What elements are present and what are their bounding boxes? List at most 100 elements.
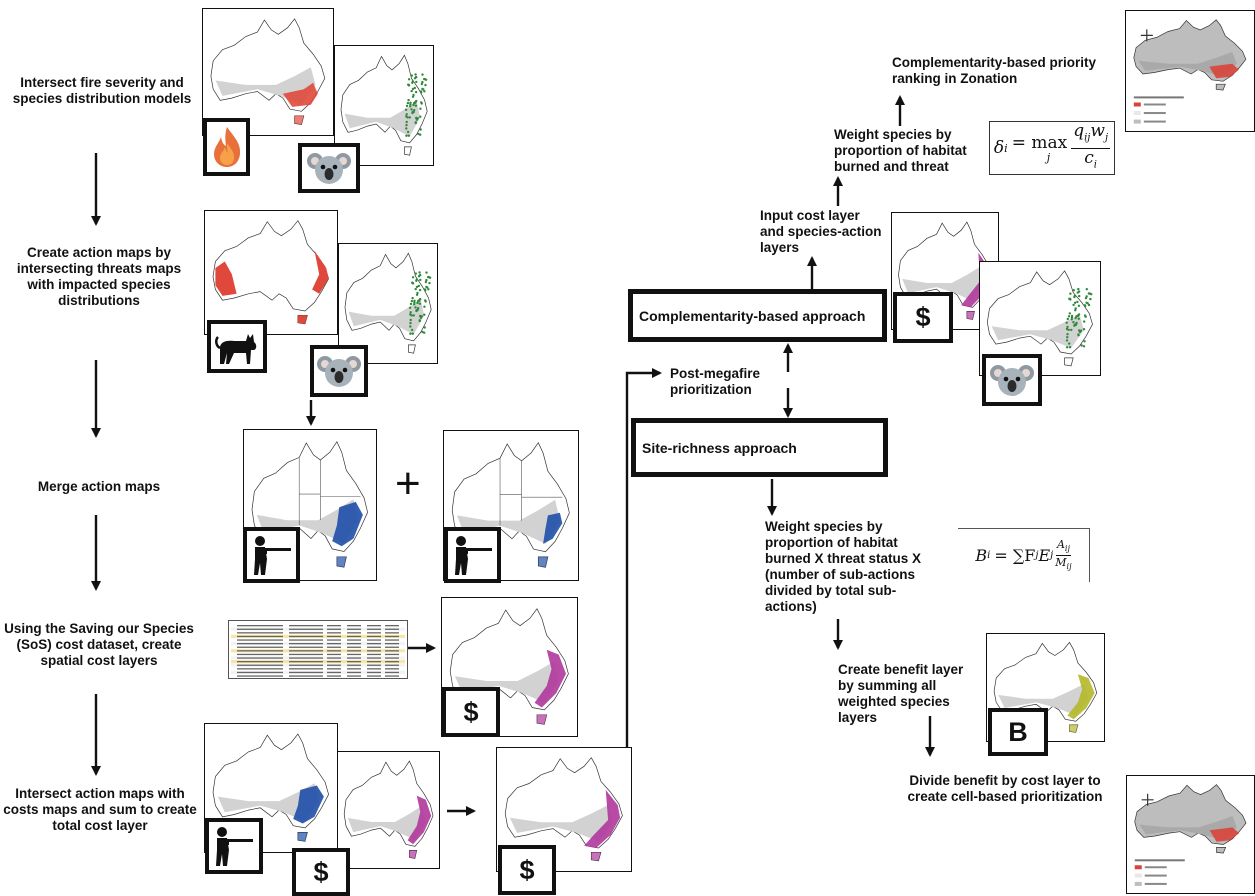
dollar-sign: $ — [463, 696, 479, 727]
range-band — [344, 101, 421, 137]
highlighted-region — [584, 789, 621, 848]
benefit-icon: B — [988, 708, 1048, 756]
tasmania-highlight — [409, 850, 417, 859]
australia-outline — [212, 220, 329, 312]
action-map-a — [251, 440, 368, 568]
dollar-icon: $ — [292, 848, 350, 896]
tasmania-highlight — [294, 115, 304, 125]
post-megafire-label: Post-megafire prioritization — [670, 366, 761, 397]
delta-w: w — [1090, 121, 1105, 142]
koala-icon — [982, 354, 1042, 406]
dollar-sign: $ — [915, 302, 931, 332]
shooter-icon — [205, 818, 263, 874]
cost-map — [449, 608, 569, 725]
range-band — [256, 499, 359, 544]
dollar-icon: $ — [442, 687, 500, 737]
map-legend — [1133, 96, 1184, 124]
tasmania-highlight — [537, 714, 547, 725]
sr-weight-label: Weight species by proportion of habitat … — [765, 519, 922, 614]
north-arrow-icon — [1141, 793, 1154, 806]
range-band — [456, 499, 560, 544]
input-layers-label: Input cost layer and species-action laye… — [760, 208, 882, 255]
b-symbol: B — [975, 546, 988, 565]
highlighted-region — [1209, 63, 1239, 79]
zonation-ranking-label: Complementarity-based priority ranking i… — [892, 55, 1097, 86]
australia-outline — [986, 270, 1093, 355]
dollar-icon: $ — [893, 292, 953, 343]
tasmania-outline — [404, 146, 412, 156]
threat-map-cats — [212, 220, 329, 325]
highlighted-region — [1209, 827, 1240, 842]
state-borders — [499, 458, 563, 526]
step-1-label: Intersect fire severity and species dist… — [12, 75, 192, 106]
range-band — [347, 805, 426, 841]
dollar-icon: $ — [498, 845, 556, 895]
species-distribution-map — [340, 54, 428, 156]
range-band — [998, 683, 1089, 716]
spreadsheet-grid — [231, 624, 405, 678]
australia-outline — [344, 252, 432, 342]
delta-symbol: δ — [993, 138, 1005, 158]
tasmania-outline — [408, 344, 416, 354]
tasmania-outline — [1064, 357, 1074, 367]
range-band — [991, 314, 1084, 348]
tasmania-highlight — [966, 311, 975, 320]
tasmania-highlight — [1069, 724, 1078, 733]
shooter-icon — [444, 527, 501, 583]
b-f-sub: j — [1035, 550, 1039, 561]
highlighted-region — [543, 512, 563, 544]
tasmania-outline — [1216, 847, 1227, 854]
delta-q: q — [1073, 121, 1085, 142]
step-2-label: Create action maps by intersecting threa… — [16, 245, 182, 308]
weight-species-label: Weight species by proportion of habitat … — [834, 127, 967, 174]
b-m-sub: ij — [1066, 562, 1072, 572]
tasmania-highlight — [538, 556, 548, 568]
tasmania-outline — [1215, 83, 1226, 91]
north-arrow-icon — [1140, 29, 1153, 42]
species-points — [408, 271, 432, 335]
threat-area-west — [215, 261, 237, 296]
delta-c: c — [1084, 147, 1094, 168]
action-map-b — [451, 442, 570, 568]
arrow-total-to-prioritization — [625, 368, 662, 748]
delta-max: = max — [1011, 133, 1068, 153]
state-borders — [298, 457, 361, 526]
dollar-sign: $ — [519, 854, 535, 885]
action-map-c — [212, 733, 329, 842]
delta-max-index: j — [1046, 151, 1051, 164]
step-3-label: Merge action maps — [37, 479, 161, 494]
benefit-layer-label: Create benefit layer by summing all weig… — [838, 662, 964, 725]
tasmania-highlight — [336, 556, 347, 568]
species-action-map — [986, 270, 1093, 367]
site-richness-approach-box: Site-richness approach — [631, 418, 888, 477]
tasmania-highlight — [591, 852, 601, 861]
impacted-species-map — [344, 252, 432, 354]
shooter-icon — [243, 527, 300, 583]
cost-map-c — [343, 760, 434, 859]
b-a-sub: ij — [1064, 544, 1070, 553]
b-e: E — [1038, 546, 1051, 565]
cat-icon — [207, 320, 267, 373]
map-legend — [1134, 859, 1185, 886]
dollar-sign: $ — [313, 856, 329, 887]
total-cost-map — [504, 757, 623, 862]
benefit-map — [993, 641, 1098, 733]
threat-area-tas — [297, 315, 308, 324]
fire-severity-map — [210, 18, 326, 125]
species-points — [1065, 287, 1093, 349]
fire-icon — [203, 118, 250, 176]
benefit-letter: B — [1008, 716, 1028, 747]
delta-q-sub: ij — [1084, 132, 1091, 144]
delta-w-sub: j — [1104, 132, 1109, 144]
cell-based-priority-map — [1134, 784, 1247, 886]
step-4-label: Using the Saving our Species (SoS) cost … — [4, 621, 194, 668]
koala-icon — [298, 143, 360, 193]
threat-area-east — [312, 250, 329, 294]
b-e-sub: j — [1050, 550, 1054, 561]
delta-subscript: i — [1004, 141, 1008, 155]
koala-icon — [310, 345, 368, 397]
b-a: A — [1056, 537, 1065, 551]
highlighted-region — [534, 649, 566, 708]
